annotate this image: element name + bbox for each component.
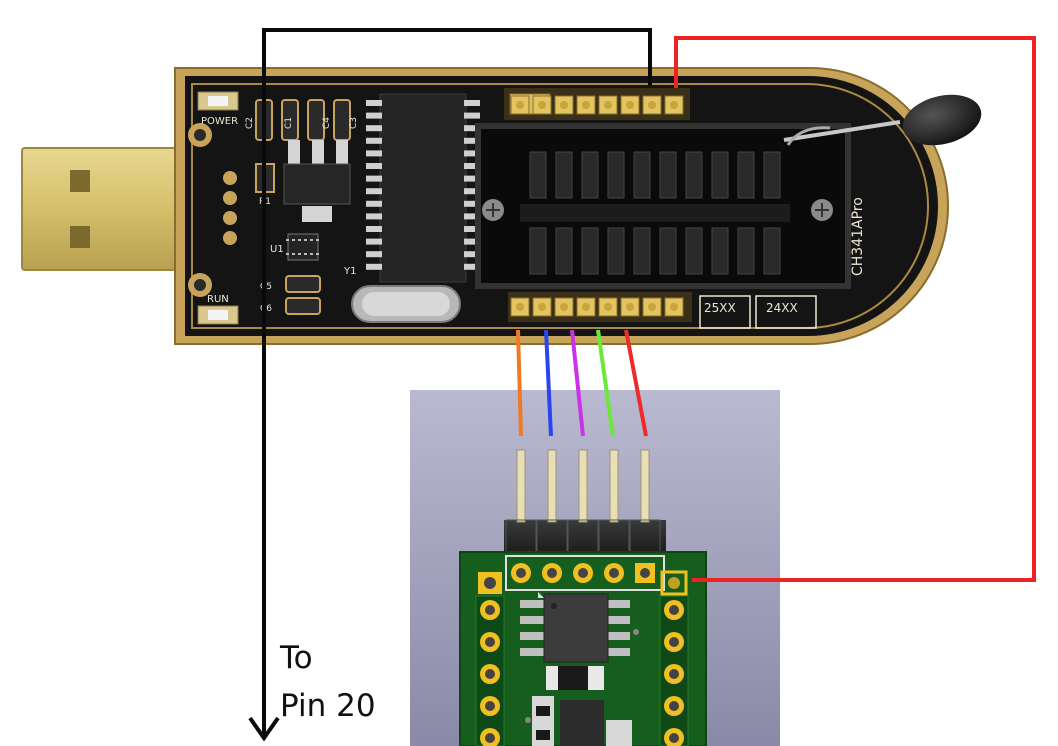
silk-25xx: 25XX — [704, 301, 736, 315]
bottom-pin-header — [508, 292, 692, 322]
annotation-pin-20: Pin 20 — [280, 688, 376, 724]
silk-run: RUN — [207, 294, 229, 305]
ch341a-programmer: POWER RUN C2 C1 C4 C3 R1 — [22, 68, 987, 344]
ch341-chip — [366, 94, 480, 282]
power-led — [198, 92, 238, 110]
silk-c1: C1 — [284, 117, 294, 129]
top-pin-header — [504, 88, 690, 120]
zif-socket — [478, 126, 848, 286]
run-led — [198, 306, 238, 324]
silk-24xx: 24XX — [766, 301, 798, 315]
adapter-header-plastic — [504, 520, 666, 556]
silk-c5: C5 — [260, 282, 272, 292]
silk-c2: C2 — [245, 117, 255, 129]
silk-u1: U1 — [270, 244, 284, 255]
capacitor-c5 — [286, 276, 320, 292]
annotation-to: To — [279, 640, 313, 676]
chip-u1 — [286, 234, 320, 260]
crystal-y1 — [352, 286, 460, 322]
silk-model: CH341APro — [850, 197, 866, 276]
silk-power: POWER — [201, 116, 238, 127]
silk-c3: C3 — [349, 117, 359, 129]
silk-c4: C4 — [322, 117, 332, 129]
capacitor-c6 — [286, 298, 320, 314]
silk-c6: C6 — [260, 304, 272, 314]
silk-y1: Y1 — [343, 266, 356, 277]
